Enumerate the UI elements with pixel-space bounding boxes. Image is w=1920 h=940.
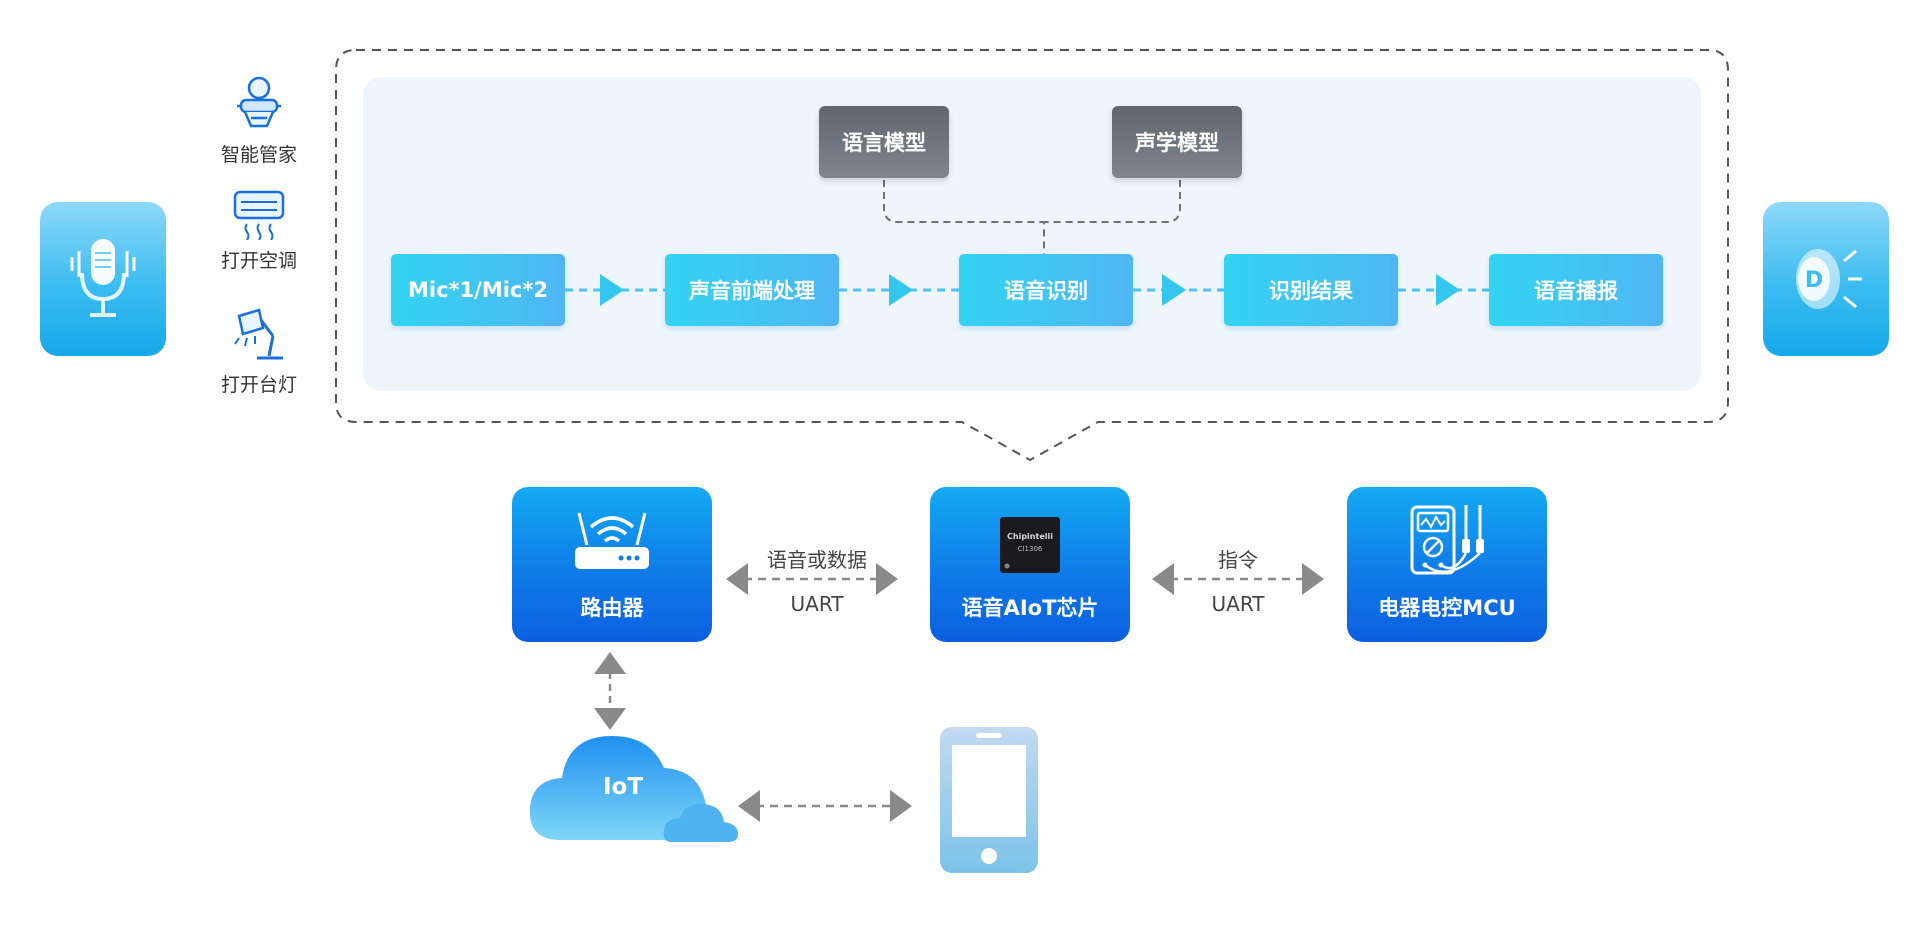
microphone-tile [40,202,166,356]
acoustic-model-connector [1044,180,1181,223]
speaker-tile: D [1763,202,1889,356]
command-desk-lamp: 打开台灯 [199,306,319,397]
multimeter-icon [1410,505,1484,575]
arrowhead-1 [600,274,624,306]
pipeline-panel [363,77,1701,391]
mic-input-step: Mic*1/Mic*2 [391,254,565,326]
mcu-label: 电器电控MCU [1378,596,1516,620]
phone-icon [940,727,1038,873]
command-label: 智能管家 [220,144,297,166]
router-chip-label-top: 语音或数据 [767,548,867,572]
chip-icon: Chipintelli CI1306 [1000,517,1060,573]
speech-recognition-step: 语音识别 [959,254,1133,326]
air-conditioner-icon [233,190,285,241]
pipeline-arrowheads [600,274,1460,306]
arrowhead-3 [1162,274,1186,306]
desk-lamp-icon [234,308,283,360]
language-model-connector [883,180,1045,254]
appliance-mcu-box: 电器电控MCU [1347,487,1547,642]
router-label: 路由器 [580,596,644,620]
voice-broadcast-step: 语音播报 [1489,254,1663,326]
speaker-icon: D [1796,249,1862,309]
router-cloud-arrow [594,652,626,730]
router-chip-arrow [726,563,898,595]
cloud-phone-arrow [738,790,912,822]
svg-text:CI1306: CI1306 [1018,545,1043,553]
chip-mcu-label-bottom: UART [1211,592,1265,616]
recognition-result-step: 识别结果 [1224,254,1398,326]
chip-label: 语音AIoT芯片 [961,596,1099,620]
router-chip-label-bottom: UART [790,592,844,616]
chip-mcu-label-top: 指令 [1218,548,1258,572]
language-model-box: 语言模型 [819,106,949,178]
router-box: 路由器 [512,487,712,642]
svg-text:Chipintelli: Chipintelli [1007,532,1053,541]
iot-cloud-label: IoT [603,774,644,800]
audio-frontend-step: 声音前端处理 [665,254,839,326]
command-air-conditioner: 打开空调 [199,188,319,273]
arrowhead-2 [889,274,913,306]
router-icon [575,512,649,569]
command-label: 打开台灯 [220,374,297,396]
iot-cloud-icon [529,736,738,842]
svg-text:D: D [1805,268,1823,293]
butler-robot-icon [237,76,281,128]
voice-aiot-chip-box: Chipintelli CI1306 语音AIoT芯片 [930,487,1130,642]
command-label: 打开空调 [220,250,297,272]
acoustic-model-box: 声学模型 [1112,106,1242,178]
command-butler: 智能管家 [199,76,319,167]
chip-mcu-arrow [1152,563,1324,595]
microphone-icon [70,239,136,317]
callout-frame [335,49,1729,462]
arrowhead-4 [1436,274,1460,306]
